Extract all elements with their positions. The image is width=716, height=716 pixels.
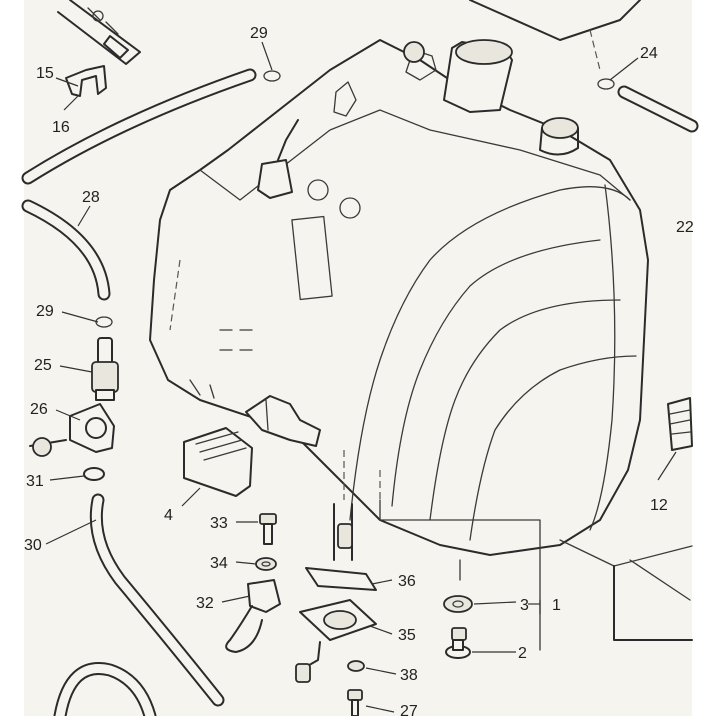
callout-31: 31 [26,473,44,490]
part-34-washer [255,557,277,571]
callout-33: 33 [210,515,228,532]
callout-28: 28 [82,189,100,206]
part-33-bolt [259,513,277,545]
callouts: 1 2 3 4 12 15 16 22 24 25 26 27 28 29 29… [24,25,694,716]
part-27-bolt [347,689,363,716]
breather-pipe [257,81,357,199]
part-38-washer [347,660,365,672]
callout-36: 36 [398,573,416,590]
part-28-breather-hose [21,68,257,301]
part-24-clip [597,78,699,133]
callout-25: 25 [34,357,52,374]
left-margin [0,0,24,716]
part-35-fuel-cock [295,599,377,683]
callout-34: 34 [210,555,228,572]
callout-22: 22 [676,219,694,236]
callout-15: 15 [36,65,54,82]
callout-1: 1 [552,597,561,614]
leader-lines [45,41,677,713]
callout-30: 30 [24,537,42,554]
filler-neck [403,39,513,113]
callout-38: 38 [400,667,418,684]
callout-26: 26 [30,401,48,418]
mounting-bracket [245,395,321,447]
part-12-damper [667,397,693,451]
callout-27: 27 [400,703,418,716]
part-36-fuel-cock-plate [305,503,377,591]
callout-29-upper: 29 [250,25,268,42]
reference-lines [343,450,693,651]
callout-24: 24 [640,45,658,62]
part-30-fuel-hose [53,493,225,716]
part-16-clip [65,65,107,97]
part-31-ring [83,467,105,481]
callout-12: 12 [650,497,668,514]
right-margin [692,0,716,716]
part-2-bolt [445,627,471,659]
part-25-connector [91,337,119,401]
callout-3: 3 [520,597,529,614]
callout-2: 2 [518,645,527,662]
callout-16: 16 [52,119,70,136]
callout-32: 32 [196,595,214,612]
part-29-clip-upper [263,70,281,82]
callout-35: 35 [398,627,416,644]
part-3-grommet [443,595,473,613]
part-15-bracket [57,0,141,65]
callout-4: 4 [164,507,173,524]
part-26-clamp [29,403,115,457]
callout-29-left: 29 [36,303,54,320]
gauge-port [539,117,579,156]
part-4-rubber-pad [183,427,253,497]
top-right-frame [469,0,641,71]
part-32-bracket [225,579,281,653]
